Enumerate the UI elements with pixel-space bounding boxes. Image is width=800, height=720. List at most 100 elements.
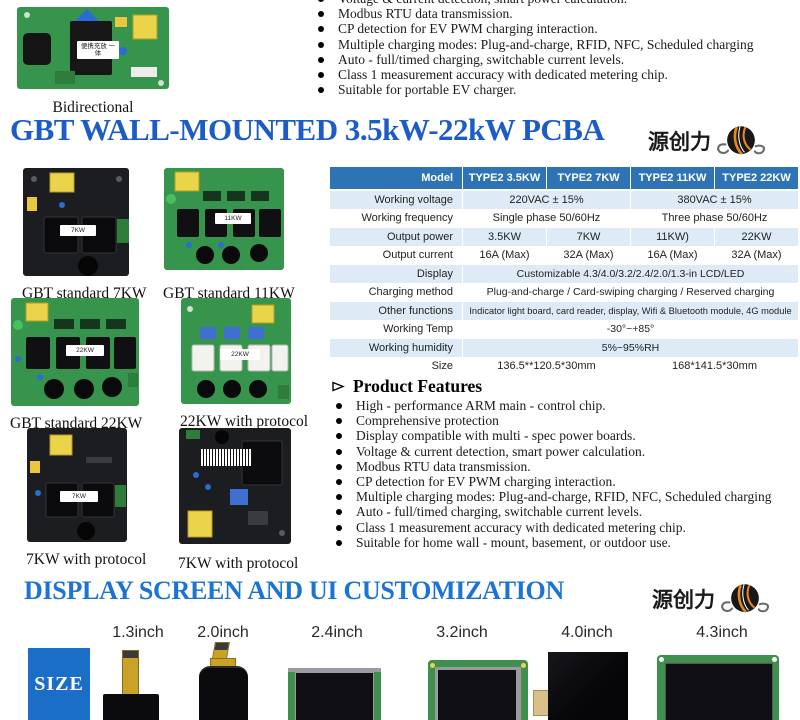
feature-text: Auto - full/timed charging, switchable c… bbox=[338, 51, 625, 67]
feature-text: Comprehensive protection bbox=[356, 413, 499, 429]
screen-glass bbox=[296, 673, 373, 720]
chip-label: 22KW bbox=[66, 345, 104, 356]
list-item: Class 1 measurement accuracy with dedica… bbox=[312, 67, 800, 82]
size-label-box: SIZE bbox=[28, 648, 90, 720]
feature-text: CP detection for EV PWM charging interac… bbox=[356, 474, 616, 490]
screen-4-0-inch bbox=[548, 652, 628, 720]
spec-row: Working frequency Single phase 50/60Hz T… bbox=[330, 209, 798, 228]
list-item: Class 1 measurement accuracy with dedica… bbox=[330, 520, 798, 535]
chip-label: 便携充放 一体 bbox=[77, 41, 119, 59]
bullet-icon bbox=[336, 509, 342, 516]
spec-cell: 32A (Max) bbox=[714, 246, 798, 264]
screw-pad bbox=[430, 663, 435, 668]
board-image-7kw-protocol-b: 7KW with protocol bbox=[178, 427, 298, 573]
spec-cell: 16A (Max) bbox=[462, 246, 546, 264]
bullet-icon bbox=[336, 463, 342, 470]
feature-text: Display compatible with multi - spec pow… bbox=[356, 428, 636, 444]
list-item: Comprehensive protection bbox=[330, 413, 798, 428]
list-item: Multiple charging modes: Plug-and-charge… bbox=[312, 37, 800, 52]
list-item: CP detection for EV PWM charging interac… bbox=[312, 21, 800, 36]
spec-cell: 22KW bbox=[714, 228, 798, 246]
spec-header-cell: TYPE2 22KW bbox=[714, 167, 798, 189]
spec-row-label: Size bbox=[330, 357, 462, 375]
board-image-gbt-7kw: 7KW GBT standard 7KW bbox=[22, 167, 147, 303]
feature-text: High - performance ARM main - control ch… bbox=[356, 398, 606, 413]
list-item: CP detection for EV PWM charging interac… bbox=[330, 474, 798, 489]
list-item: Modbus RTU data transmission. bbox=[312, 6, 800, 21]
screen-size-label: 4.3inch bbox=[696, 624, 748, 641]
spec-row-label: Charging method bbox=[330, 283, 462, 301]
screen-glass bbox=[438, 670, 516, 720]
screen-pcb-rail bbox=[374, 672, 381, 720]
chip-label: 11KW bbox=[215, 213, 251, 224]
list-item: Display compatible with multi - spec pow… bbox=[330, 428, 798, 443]
feature-text: Suitable for home wall - mount, basement… bbox=[356, 534, 671, 550]
spec-row: Working Temp -30°~+85° bbox=[330, 320, 798, 339]
spec-row: Display Customizable 4.3/4.0/3.2/2.4/2.0… bbox=[330, 265, 798, 284]
bullet-icon bbox=[336, 433, 342, 440]
screen-4-3-inch bbox=[657, 655, 779, 720]
chip-label: 22KW bbox=[220, 349, 260, 360]
screen-size-label: 1.3inch bbox=[112, 624, 164, 641]
pcb-photo bbox=[27, 428, 127, 542]
list-item: Suitable for home wall - mount, basement… bbox=[330, 535, 798, 550]
bullet-icon bbox=[336, 448, 342, 455]
bullet-icon bbox=[336, 539, 342, 546]
spec-header-cell: Model bbox=[330, 167, 462, 189]
board-caption: GBT standard 22KW bbox=[10, 415, 143, 432]
bullet-icon bbox=[336, 479, 342, 486]
bullet-icon bbox=[318, 87, 324, 94]
list-item: Suitable for portable EV charger. bbox=[312, 82, 800, 97]
spec-row: Working humidity 5%~95%RH bbox=[330, 339, 798, 358]
feature-text: Suitable for portable EV charger. bbox=[338, 82, 517, 98]
bullet-icon bbox=[318, 11, 324, 18]
board-caption: Bidirectional bbox=[52, 99, 134, 116]
spec-row-label: Output current bbox=[330, 246, 462, 264]
spec-table: Model TYPE2 3.5KW TYPE2 7KW TYPE2 11KW T… bbox=[330, 167, 798, 376]
bullet-icon bbox=[318, 72, 324, 79]
list-item: Voltage & current detection, smart power… bbox=[312, 0, 800, 6]
board-caption: 7KW with protocol bbox=[26, 551, 147, 568]
screen-size-label: 4.0inch bbox=[561, 624, 613, 641]
list-item: High - performance ARM main - control ch… bbox=[330, 398, 798, 413]
chip-label: 7KW bbox=[60, 225, 96, 236]
screen-pcb-rail bbox=[288, 672, 295, 720]
screw-hole bbox=[659, 657, 664, 662]
screen-1-3-inch-ribbon bbox=[122, 650, 139, 698]
ycl-logo-icon bbox=[721, 584, 769, 613]
screen-size-label: 2.4inch bbox=[311, 624, 363, 641]
screen-2-0-inch bbox=[199, 666, 248, 720]
board-image-7kw-protocol-a: 7KW 7KW with protocol bbox=[26, 427, 147, 569]
spec-row-label: Working humidity bbox=[330, 339, 462, 357]
spec-row-label: Output power bbox=[330, 228, 462, 246]
spec-cell: 3.5KW bbox=[462, 228, 546, 246]
brand-name: 源创力 bbox=[652, 589, 715, 612]
spec-cell: Customizable 4.3/4.0/3.2/2.4/2.0/1.3-in … bbox=[462, 265, 798, 283]
bullet-icon bbox=[336, 418, 342, 425]
spec-header-cell: TYPE2 3.5KW bbox=[462, 167, 546, 189]
feature-text: Multiple charging modes: Plug-and-charge… bbox=[338, 36, 754, 52]
spec-cell: 168*141.5*30mm bbox=[630, 357, 798, 375]
list-item: Multiple charging modes: Plug-and-charge… bbox=[330, 489, 798, 504]
size-label-text: SIZE bbox=[34, 672, 84, 695]
spec-cell: 7KW bbox=[546, 228, 630, 246]
bullet-icon bbox=[336, 403, 342, 409]
list-item: Voltage & current detection, smart power… bbox=[330, 444, 798, 459]
brand-logo: 源创力 bbox=[652, 580, 771, 618]
product-features-heading: Product Features bbox=[332, 376, 482, 397]
spec-cell: 136.5**120.5*30mm bbox=[462, 357, 630, 375]
spec-cell: Three phase 50/60Hz bbox=[630, 209, 798, 227]
board-caption: GBT standard 11KW bbox=[163, 285, 295, 302]
spec-row-label: Display bbox=[330, 265, 462, 283]
pcb-photo bbox=[179, 428, 291, 544]
list-item: Auto - full/timed charging, switchable c… bbox=[312, 52, 800, 67]
feature-text: Voltage & current detection, smart power… bbox=[338, 0, 627, 6]
spec-row: Output power 3.5KW 7KW 11KW) 22KW bbox=[330, 228, 798, 247]
section-heading-text: Product Features bbox=[353, 376, 483, 396]
spec-header-row: Model TYPE2 3.5KW TYPE2 7KW TYPE2 11KW T… bbox=[330, 167, 798, 191]
screen-glass bbox=[665, 663, 773, 720]
spec-cell: 220VAC ± 15% bbox=[462, 191, 630, 209]
board-caption: 22KW with protocol bbox=[180, 413, 309, 430]
bullet-icon bbox=[318, 26, 324, 33]
